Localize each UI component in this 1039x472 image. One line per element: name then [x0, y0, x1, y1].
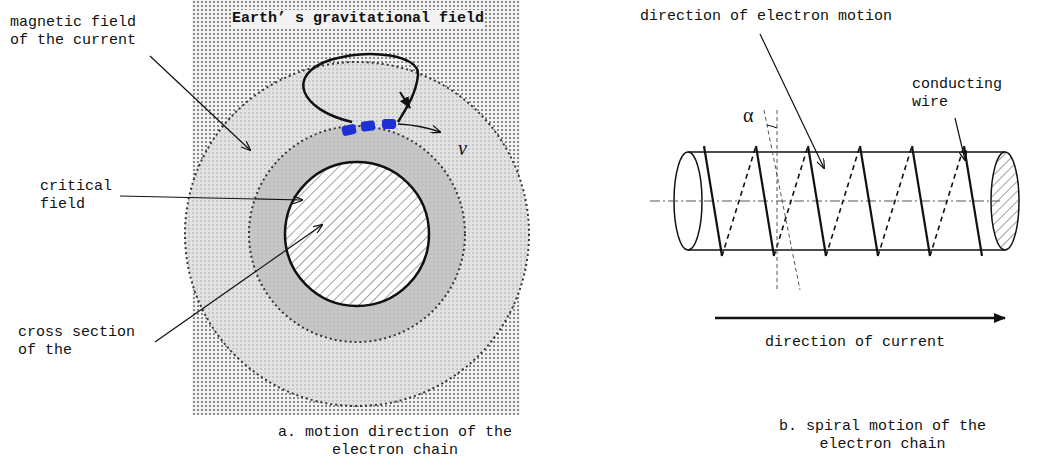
panel-caption: a. motion direction of the electron chai…	[270, 424, 520, 460]
part-label: cross section of the	[18, 324, 153, 360]
part-label: conducting wire	[912, 76, 1022, 112]
field-label: magnetic field of the current	[10, 14, 145, 50]
helix-front	[912, 146, 930, 256]
helix-back	[878, 146, 912, 256]
angle-symbol: α	[743, 103, 761, 127]
helix-front	[808, 146, 826, 256]
helix-front	[964, 146, 982, 256]
helix-back	[722, 146, 756, 256]
helix-front	[704, 146, 722, 256]
velocity-symbol: v	[458, 136, 478, 160]
helix-front	[756, 146, 774, 256]
helix-back	[774, 146, 808, 256]
helix-front	[860, 146, 878, 256]
helix-back	[826, 146, 860, 256]
helix-back	[930, 146, 964, 256]
direction-label: direction of electron motion	[640, 8, 920, 26]
field-label: critical field	[40, 178, 120, 214]
region-title: Earth’ s gravitational field	[232, 10, 484, 28]
direction-label: direction of current	[740, 334, 970, 352]
panel-caption: b. spiral motion of the electron chain	[760, 418, 1005, 454]
